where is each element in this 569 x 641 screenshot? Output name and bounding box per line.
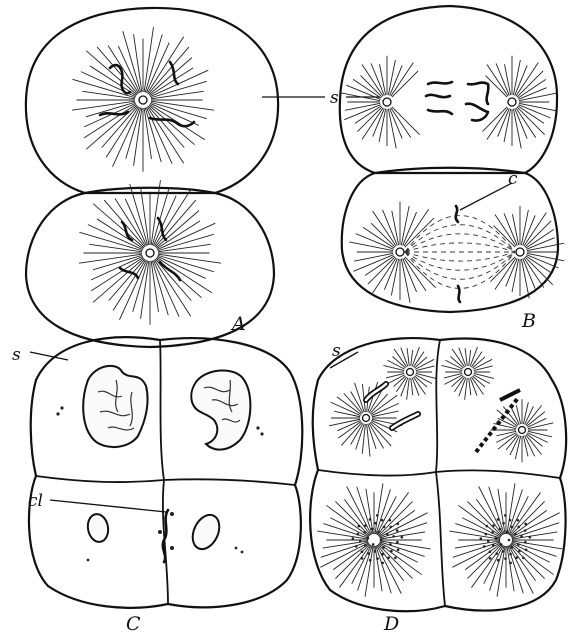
- panel-a-label: A: [230, 313, 246, 335]
- panel-b-c-leader: [460, 183, 512, 210]
- panel-c-s-label: s: [12, 345, 21, 365]
- panel-d-horizontal-wall: [318, 470, 560, 478]
- panel-c-s-leader: [30, 352, 68, 360]
- panel-b-spindle: [405, 216, 515, 289]
- panel-b-upper-right-aster: [482, 56, 556, 149]
- panel-c-cl-label: cl: [28, 491, 43, 511]
- panel-a-upper-centrosome: [139, 96, 147, 104]
- panel-d-label: D: [383, 613, 399, 635]
- panel-c-cl-leader: [50, 500, 166, 512]
- panel-b-c-label: c: [508, 169, 518, 189]
- panel-d-vertical-wall: [436, 340, 445, 606]
- panel-c-upper-right-nucleus: [191, 370, 250, 449]
- panel-d-aster-5: [317, 483, 430, 596]
- panel-a-lower-centrosome: [146, 249, 154, 257]
- panel-d-centrosome-4: [519, 427, 526, 434]
- panel-c-horizontal-wall: [36, 476, 295, 485]
- panel-d: s D: [310, 338, 566, 635]
- panel-d-centrosome-3: [465, 369, 472, 376]
- shared-s-annotation: s: [262, 88, 380, 108]
- panel-b: c B: [340, 6, 564, 332]
- panel-c-vertical-wall: [160, 340, 168, 604]
- panel-b-label: B: [521, 310, 536, 332]
- shared-s-label: s: [330, 88, 339, 108]
- panel-c-label: C: [126, 613, 141, 635]
- panel-c: s cl C: [12, 337, 302, 635]
- panel-b-upper-left-aster: [341, 56, 420, 149]
- panel-c-lower-left-nucleus: [86, 512, 111, 543]
- panel-d-centrosome-1: [407, 369, 414, 376]
- panel-b-upper-chromosomes: [426, 82, 488, 121]
- panel-b-centrosome-3: [396, 248, 404, 256]
- panel-b-centrosome-2: [508, 98, 516, 106]
- panel-d-centrosome-2: [363, 415, 370, 422]
- panel-d-aster-6: [449, 483, 562, 596]
- panel-a: A: [26, 8, 278, 347]
- panel-b-lower-right-aster: [490, 206, 564, 299]
- panel-b-centrosome-1: [383, 98, 391, 106]
- panel-b-lower-chromosomes: [456, 206, 460, 302]
- panel-d-s-label: s: [332, 341, 341, 361]
- panel-b-centrosome-4: [516, 248, 524, 256]
- panel-c-lower-right-nucleus: [188, 511, 225, 554]
